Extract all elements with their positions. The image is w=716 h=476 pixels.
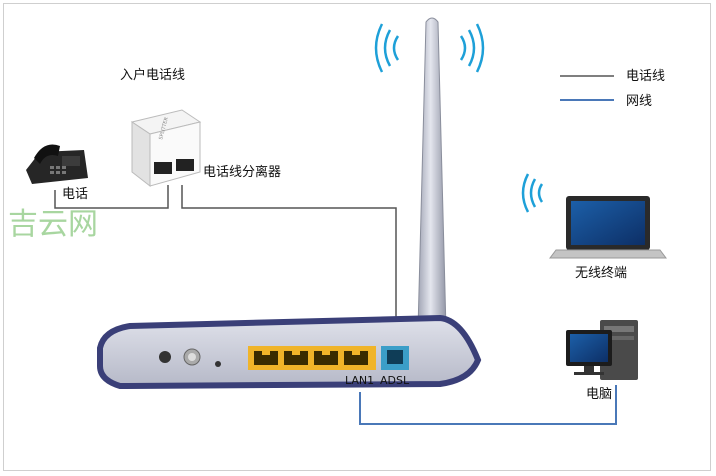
- power-jack: [159, 351, 171, 363]
- desktop-computer: [566, 320, 638, 380]
- splitter-to-adsl-line: [181, 185, 397, 350]
- adsl-port-label: ADSL: [380, 374, 410, 387]
- legend: 电话线 网线: [560, 69, 665, 109]
- lan1-port-label: LAN1: [345, 374, 374, 387]
- computer-label: 电脑: [586, 387, 612, 402]
- incoming-line-label: 入户电话线: [120, 67, 185, 83]
- phone-label: 电话: [62, 187, 88, 202]
- phone-lines: [54, 185, 397, 350]
- legend-label-phone-line: 电话线: [626, 69, 665, 84]
- splitter-port-phone: [154, 162, 172, 174]
- phone-splitter: SPLITTER: [130, 109, 202, 188]
- splitter-port-modem: [176, 159, 194, 171]
- laptop-label: 无线终端: [575, 265, 627, 281]
- reset-hole: [215, 361, 221, 367]
- laptop: [549, 196, 667, 259]
- telephone: [26, 144, 88, 184]
- legend-label-network-line: 网线: [626, 94, 652, 109]
- router-wifi-icon: [374, 23, 485, 73]
- splitter-label: 电话线分离器: [203, 164, 281, 180]
- lan-to-computer-line: [359, 385, 617, 425]
- laptop-wifi-icon: [521, 173, 544, 213]
- watermark-text: 吉云网: [8, 207, 98, 242]
- svg-text:SPLITTER: SPLITTER: [158, 116, 170, 140]
- router: LAN1 ADSL: [97, 314, 482, 390]
- phone-to-splitter-line: [54, 185, 169, 209]
